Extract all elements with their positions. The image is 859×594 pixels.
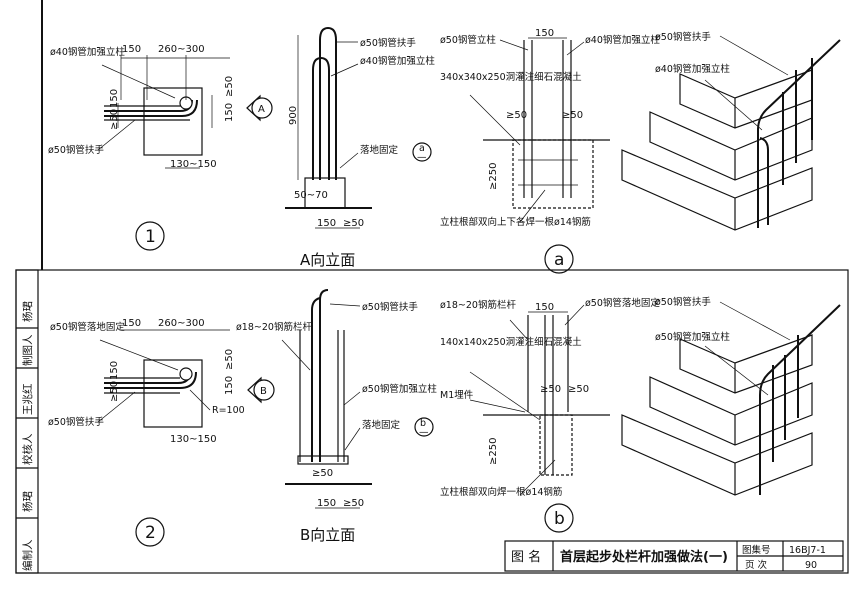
iso-b-post-label: ø50钢管加强立柱 <box>655 331 730 343</box>
iso-a-handrail-label: ø50钢管扶手 <box>655 31 711 43</box>
elevation-b: ø50钢管扶手 ø18~20钢筋栏杆 ø50钢管加强立柱 落地固定 b — ≥5… <box>236 289 437 544</box>
detail-2-number: 2 <box>145 523 156 543</box>
da-dim-150: 150 <box>535 28 554 39</box>
drawing-title: 首层起步处栏杆加强做法(一) <box>560 549 728 565</box>
detail-a-ref: a <box>554 250 564 270</box>
d2-dim-260-300: 260~300 <box>158 318 205 329</box>
d2-post-label: ø50钢管落地固定 <box>50 321 125 333</box>
eb-dim-ge50: ≥50 <box>343 498 364 509</box>
db-block-label: 140x140x250洞灌注细石混凝土 <box>440 336 582 348</box>
da-left-post-label: ø50钢管立柱 <box>440 34 496 46</box>
sidebar-sign-checker: 王兆红 <box>21 383 34 415</box>
elevation-b-title: B向立面 <box>300 526 355 544</box>
detail-b-ref: b <box>554 509 565 529</box>
sidebar-sign-designer: 杨珺 <box>21 491 34 512</box>
atlas-number-label: 图集号 <box>742 544 771 556</box>
title-block: 图 名 首层起步处栏杆加强做法(一) 图集号 16BJ7-1 页 次 90 <box>504 540 844 572</box>
ea-post-label: ø40钢管加强立柱 <box>360 55 435 67</box>
d1-dim-150: 150 <box>122 44 141 55</box>
d2-dim-ge50-right: ≥50 <box>224 349 235 370</box>
d2-dim-ge50-left: ≥50 <box>109 381 120 402</box>
d2-dim-150-left: 150 <box>109 361 120 380</box>
ea-dim-ge50: ≥50 <box>343 218 364 229</box>
svg-text:B: B <box>260 386 267 397</box>
sidebar-label-checker: 校核人 <box>21 433 34 465</box>
elevation-a-title: A向立面 <box>300 251 355 269</box>
eb-dim-ge50-top: ≥50 <box>312 468 333 479</box>
ea-dim-900: 900 <box>288 106 299 125</box>
d1-dim-ge50-right: ≥50 <box>224 76 235 97</box>
eb-ref-top: b <box>420 418 426 429</box>
da-right-post-label: ø40钢管加强立柱 <box>585 34 660 46</box>
d2-dim-150-right: 150 <box>224 376 235 395</box>
d1-post-label: ø40钢管加强立柱 <box>50 46 125 58</box>
d2-dim-150: 150 <box>122 318 141 329</box>
ea-fix-label: 落地固定 <box>360 144 399 156</box>
eb-post-label: ø50钢管加强立柱 <box>362 383 437 395</box>
d1-dim-150-right: 150 <box>224 103 235 122</box>
db-dim-150: 150 <box>535 302 554 313</box>
iso-b-handrail-label: ø50钢管扶手 <box>655 296 711 308</box>
detail-b-section: 150 ø18~20钢筋栏杆 ø50钢管落地固定 140x140x250洞灌注细… <box>440 297 660 533</box>
sidebar-label-drafter: 制图人 <box>21 334 34 366</box>
title-name-label: 图 名 <box>511 549 541 565</box>
eb-ref-bottom: — <box>419 427 429 438</box>
iso-stair-a: ø50钢管扶手 ø40钢管加强立柱 <box>621 31 841 231</box>
db-dim-ge50-left: ≥50 <box>540 384 561 395</box>
sidebar-sign-drafter: 杨珺 <box>21 301 34 322</box>
elevation-a: 900 ø50钢管扶手 ø40钢管加强立柱 落地固定 a — 50~70 150… <box>285 26 435 269</box>
eb-baluster-label: ø18~20钢筋栏杆 <box>236 321 312 333</box>
db-embed-label: M1埋件 <box>440 389 474 401</box>
db-dim-ge250: ≥250 <box>488 438 499 465</box>
detail-1-number: 1 <box>145 227 156 247</box>
da-dim-ge50-left: ≥50 <box>506 110 527 121</box>
atlas-number-value: 16BJ7-1 <box>789 545 826 556</box>
detail-a-section: 150 ø50钢管立柱 ø40钢管加强立柱 340x340x250洞灌注细石混凝… <box>440 28 660 274</box>
signature-sidebar: 编制人 杨珺 校核人 王兆红 制图人 杨珺 <box>15 269 39 574</box>
ea-dim-150: 150 <box>317 218 336 229</box>
detail-2-plan: ø50钢管落地固定 ø50钢管扶手 R=100 150 260~300 ≥50 … <box>48 318 275 547</box>
eb-dim-150: 150 <box>317 498 336 509</box>
callout-b-marker: B <box>247 376 275 404</box>
db-dim-ge50-right: ≥50 <box>568 384 589 395</box>
iso-stair-b: ø50钢管扶手 ø50钢管加强立柱 <box>621 296 841 496</box>
d1-dim-150-left: 150 <box>109 89 120 108</box>
page-number-value: 90 <box>805 560 817 571</box>
ea-dim-50-70: 50~70 <box>294 190 328 201</box>
d1-dim-ge50-left: ≥50 <box>109 109 120 130</box>
eb-fix-label: 落地固定 <box>362 419 401 431</box>
da-dim-ge50-right: ≥50 <box>562 110 583 121</box>
db-rebar-note: 立柱根部双向焊一根ø14钢筋 <box>440 486 562 498</box>
sidebar-label-designer: 编制人 <box>21 539 34 571</box>
eb-handrail-label: ø50钢管扶手 <box>362 301 418 313</box>
d1-dim-260-300: 260~300 <box>158 44 205 55</box>
d2-dim-130-150: 130~150 <box>170 434 217 445</box>
db-post-label: ø50钢管落地固定 <box>585 297 660 309</box>
frame-border <box>15 269 849 574</box>
da-rebar-note: 立柱根部双向上下各焊一根ø14钢筋 <box>440 216 591 228</box>
da-block-label: 340x340x250洞灌注细石混凝土 <box>440 71 582 83</box>
iso-a-post-label: ø40钢管加强立柱 <box>655 63 730 75</box>
callout-a-marker: A <box>246 94 273 122</box>
db-baluster-label: ø18~20钢筋栏杆 <box>440 299 516 311</box>
page-number-label: 页 次 <box>745 559 768 571</box>
ea-ref-bottom: — <box>417 152 427 163</box>
d1-dim-130-150: 130~150 <box>170 159 217 170</box>
ea-handrail-label: ø50钢管扶手 <box>360 37 416 49</box>
ea-ref-top: a <box>419 143 425 154</box>
d2-radius: R=100 <box>212 405 245 416</box>
svg-text:A: A <box>258 104 265 115</box>
da-dim-ge250: ≥250 <box>488 163 499 190</box>
d2-handrail-label: ø50钢管扶手 <box>48 416 104 428</box>
detail-1-plan: ø40钢管加强立柱 ø50钢管扶手 150 260~300 ≥50 150 ≥5… <box>48 44 273 251</box>
d1-handrail-label: ø50钢管扶手 <box>48 144 104 156</box>
